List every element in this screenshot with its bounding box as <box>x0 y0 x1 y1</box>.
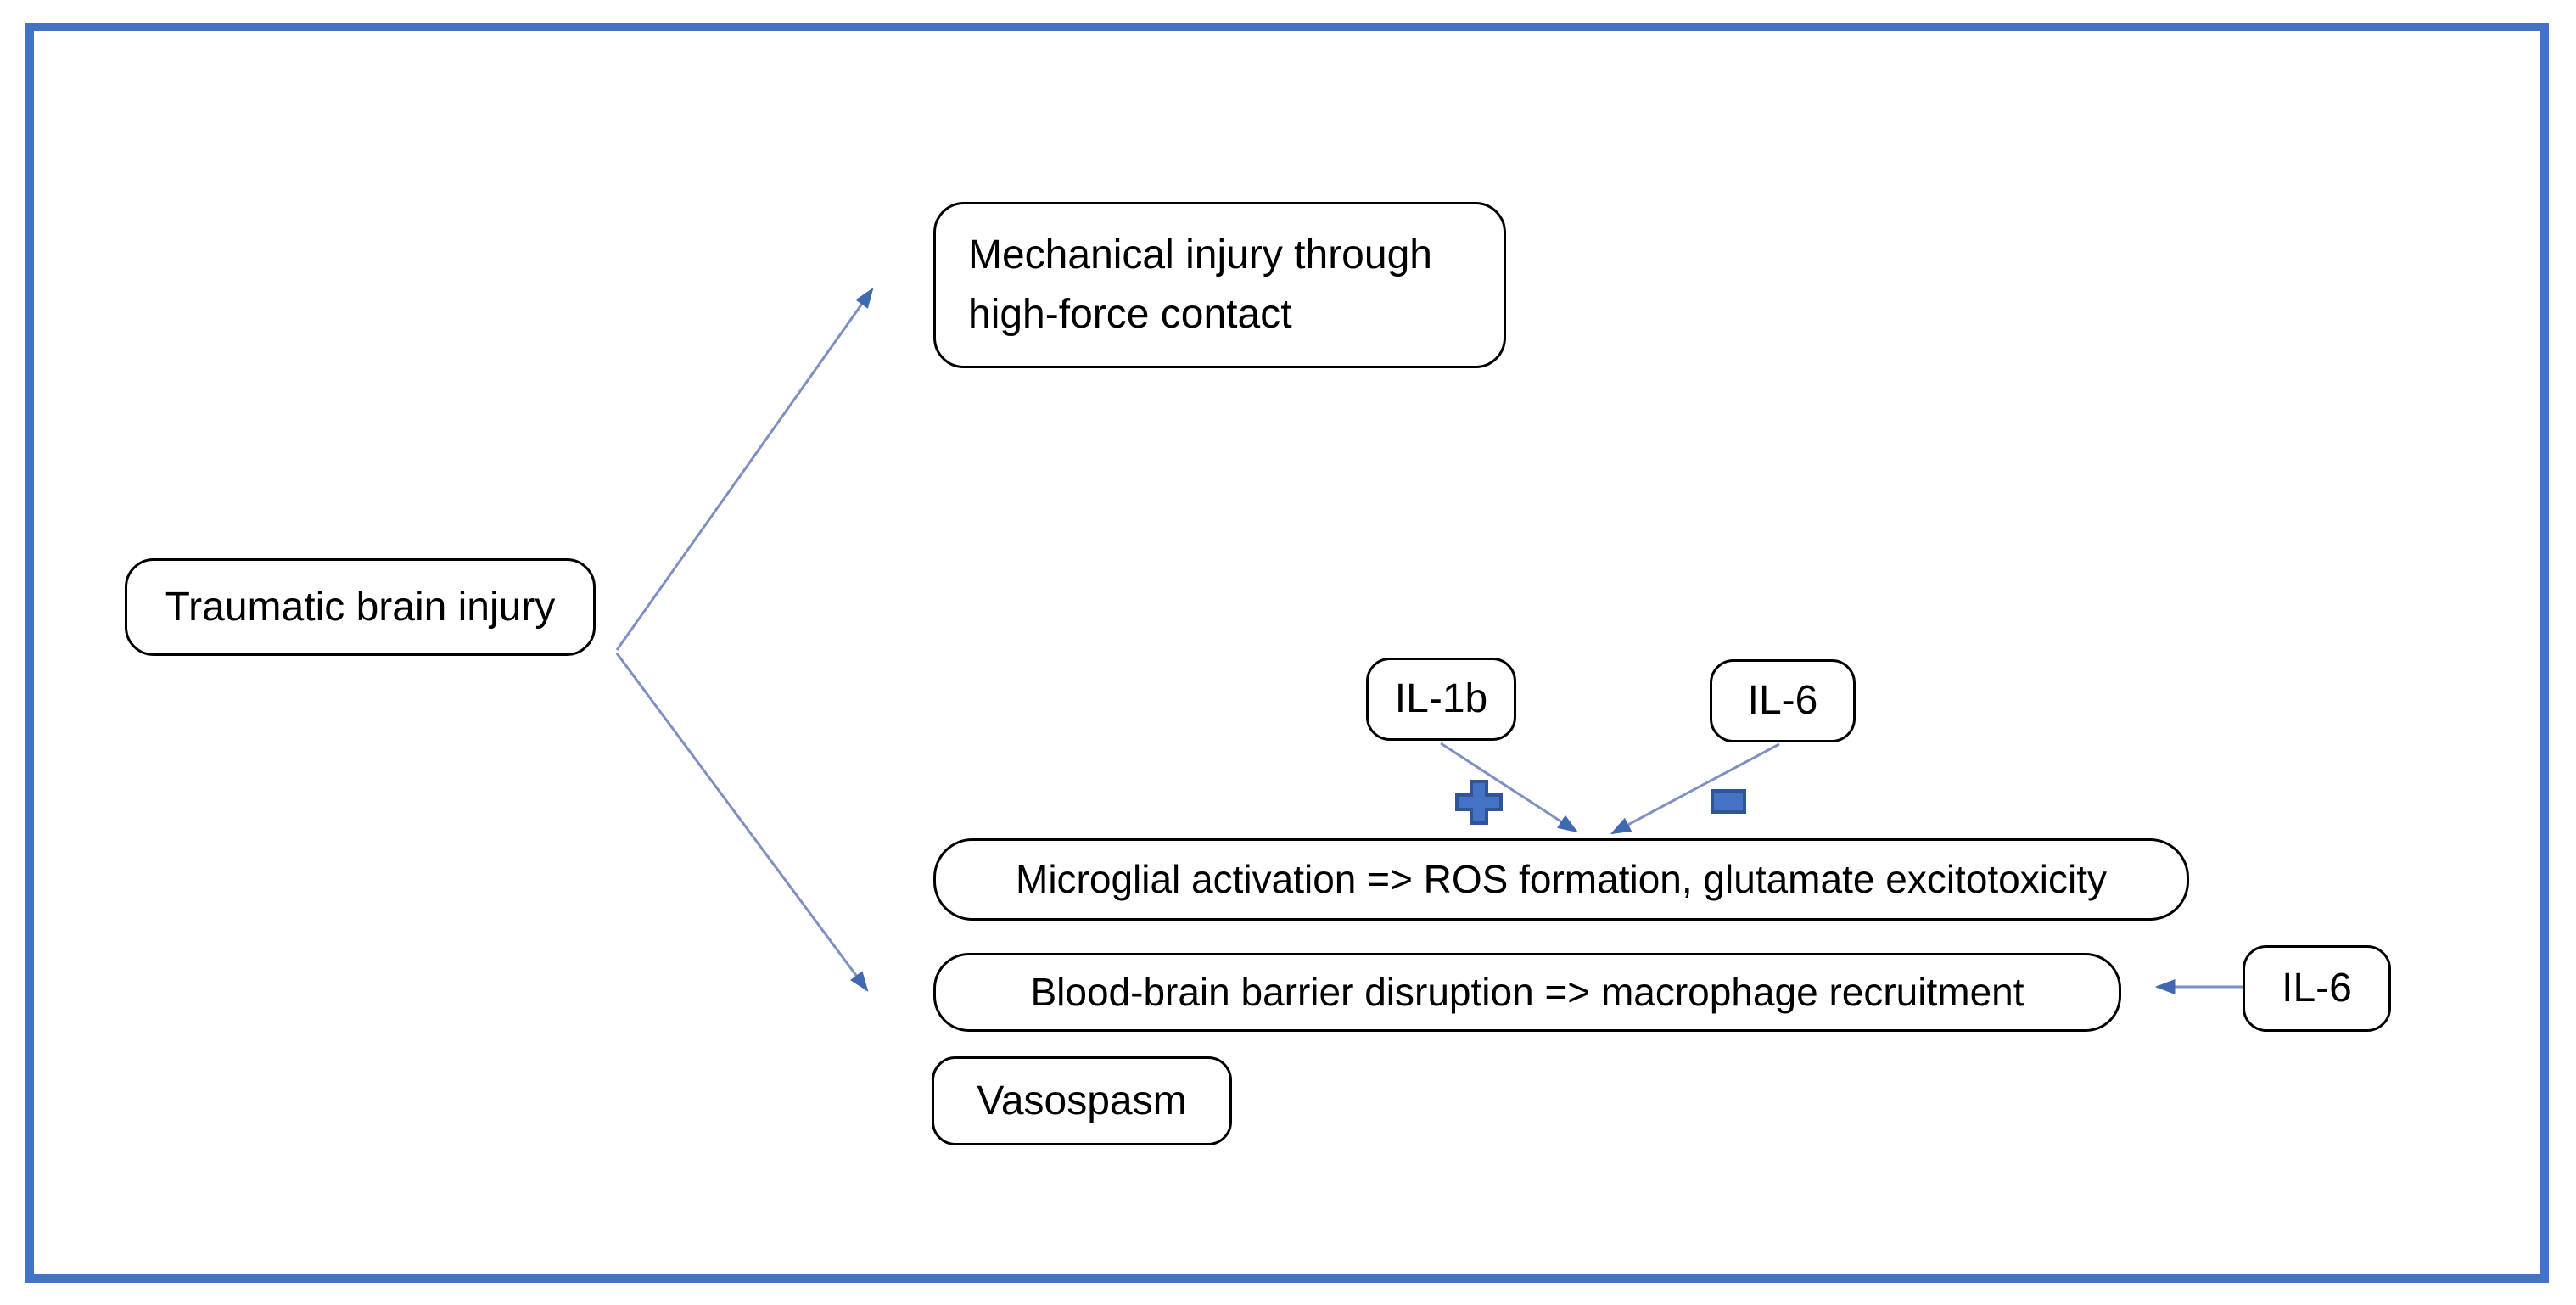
node-label: Microglial activation => ROS formation, … <box>1016 856 2107 901</box>
node-mechanical-injury: Mechanical injury through high-force con… <box>933 202 1506 368</box>
node-microglial-activation: Microglial activation => ROS formation, … <box>933 838 2189 921</box>
node-il6-right: IL-6 <box>2243 945 2391 1032</box>
node-label: Blood-brain barrier disruption => macrop… <box>1030 969 2024 1014</box>
node-il6-top: IL-6 <box>1710 659 1856 742</box>
outer-frame <box>25 23 2549 1283</box>
node-label: IL-6 <box>2282 966 2352 1011</box>
node-traumatic-brain-injury: Traumatic brain injury <box>125 558 596 656</box>
node-blood-brain-barrier: Blood-brain barrier disruption => macrop… <box>933 953 2121 1032</box>
node-il1b: IL-1b <box>1366 658 1516 741</box>
node-label: Traumatic brain injury <box>165 584 556 630</box>
node-label: IL-1b <box>1394 676 1488 722</box>
node-vasospasm: Vasospasm <box>932 1056 1232 1145</box>
node-label: Mechanical injury through high-force con… <box>968 232 1432 337</box>
node-label: IL-6 <box>1747 678 1818 724</box>
node-label: Vasospasm <box>977 1078 1187 1123</box>
